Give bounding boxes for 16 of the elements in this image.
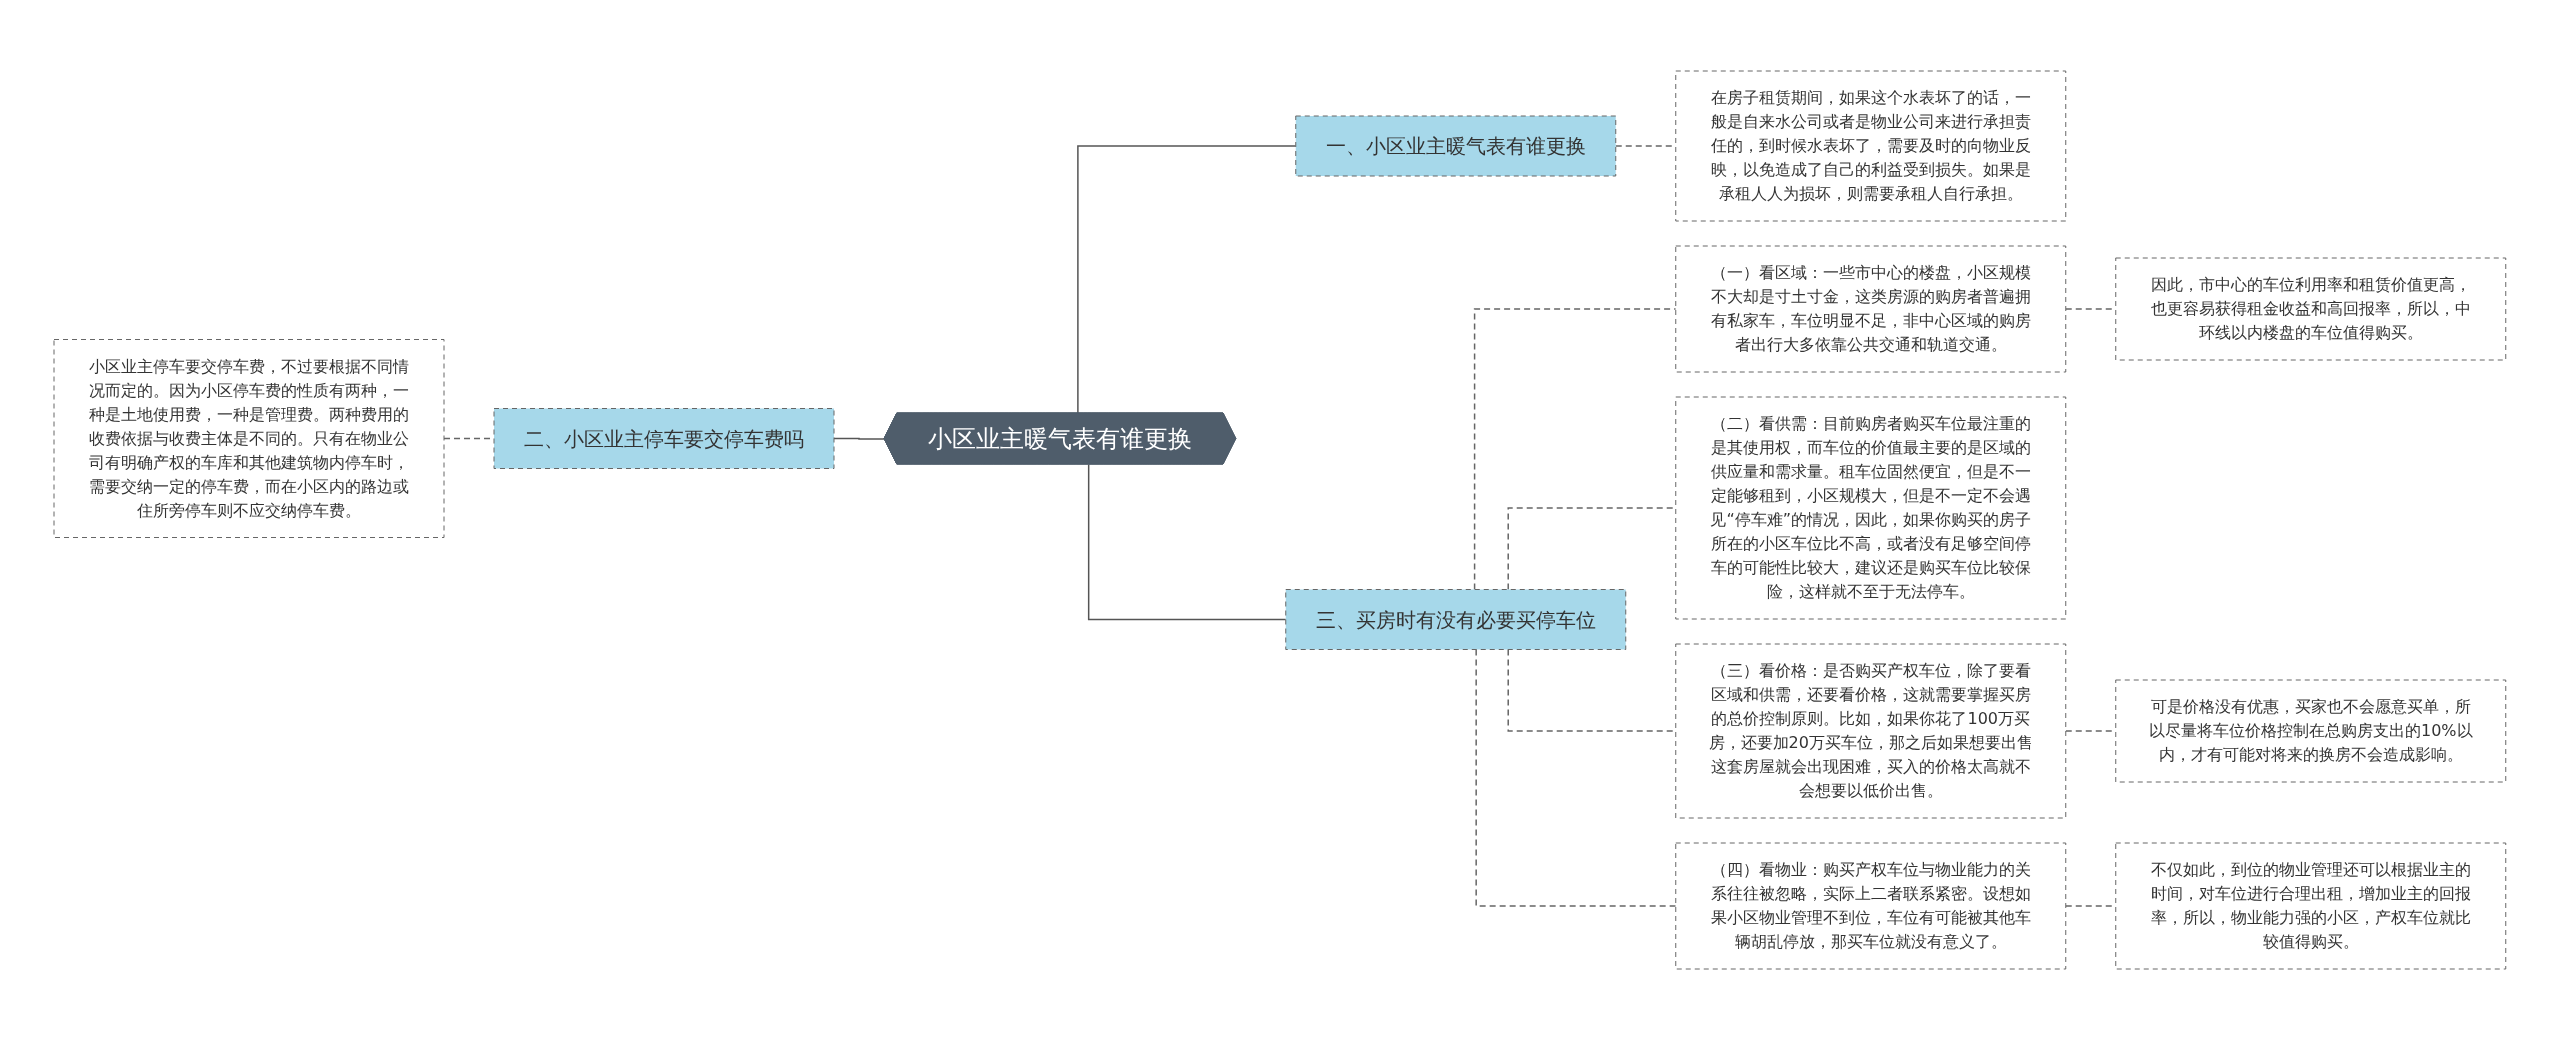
node-box: 因此，市中心的车位利用率和租赁价值更高，也更容易获得租金收益和高回报率，所以，中环线以内楼盘的车位值得购买。 <box>2115 257 2507 361</box>
node-box: 小区业主停车要交停车费，不过要根据不同情况而定的。因为小区停车费的性质有两种，一种是土地使用费，一种是管理费。两种费用的收费依据与收费主体是不同的。只有在物业公司有明确产权的车库和其他建筑物内停车时，需要交纳一定的停车费，而在小区内的路边或住所旁停车则不应交纳停车费。 <box>53 339 445 538</box>
node-box: （二）看供需：目前购房者购买车位最注重的是其使用权，而车位的价值最主要的是区域的供应量和需求量。租车位固然便宜，但是不一定能够租到，小区规模大，但是不一定不会遇见“停车难”的情况，因此，如果你购买的房子所在的小区车位比不高，或者没有足够空间停车的可能性比较大，建议还是购买车位比较保险，这样就不至于无法停车。 <box>1675 396 2067 620</box>
connector <box>1088 463 1287 621</box>
node-box: （三）看价格：是否购买产权车位，除了要看区域和供需，还要看价格，这就需要掌握买房的总价控制原则。比如，如果你花了100万买房，还要加20万买车位，那之后如果想要出售这套房屋就会出现困难，买入的价格太高就不会想要以低价出售。 <box>1675 643 2067 819</box>
node-box: （四）看物业：购买产权车位与物业能力的关系往往被忽略，实际上二者联系紧密。设想如果小区物业管理不到位，车位有可能被其他车辆胡乱停放，那买车位就没有意义了。 <box>1675 842 2067 970</box>
node-box: 二、小区业主停车要交停车费吗 <box>493 408 835 469</box>
node-box: 一、小区业主暖气表有谁更换 <box>1295 115 1617 177</box>
node-box: 在房子租赁期间，如果这个水表坏了的话，一般是自来水公司或者是物业公司来进行承担责任的，到时候水表坏了，需要及时的向物业反映，以免造成了自己的利益受到损失。如果是承租人人为损坏，则需要承租人自行承担。 <box>1675 70 2067 222</box>
connector <box>1475 648 1677 907</box>
connector <box>833 437 886 440</box>
node-box: 不仅如此，到位的物业管理还可以根据业主的时间，对车位进行合理出租，增加业主的回报率，所以，物业能力强的小区，产权车位就比较值得购买。 <box>2115 842 2507 970</box>
node-box: 可是价格没有优惠，买家也不会愿意买单，所以尽量将车位价格控制在总购房支出的10%以内，才有可能对将来的换房不会造成影响。 <box>2115 679 2507 783</box>
connector <box>1077 145 1297 415</box>
node-box: 三、买房时有没有必要买停车位 <box>1285 589 1627 650</box>
node-box: （一）看区域：一些市中心的楼盘，小区规模不大却是寸土寸金，这类房源的购房者普遍拥有私家车，车位明显不足，非中心区域的购房者出行大多依靠公共交通和轨道交通。 <box>1675 245 2067 373</box>
